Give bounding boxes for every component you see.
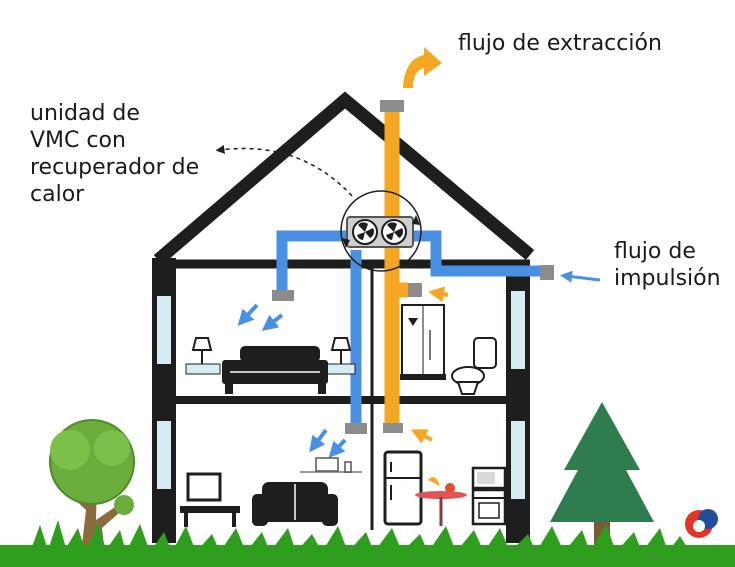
oven-icon	[471, 488, 507, 526]
grass	[0, 520, 735, 567]
bed-icon	[222, 346, 328, 394]
extract-arrow-kitchen	[410, 429, 433, 444]
label-extraction-flow: flujo de extracción	[458, 31, 662, 56]
window-right-upper	[509, 289, 527, 371]
window-right-lower	[509, 419, 527, 501]
fan-icon	[381, 219, 407, 245]
supply-duct	[276, 230, 545, 425]
supply-arrow-living-1	[309, 428, 328, 453]
fridge-icon	[383, 450, 423, 526]
sofa-icon	[252, 482, 338, 526]
extract-duct	[384, 112, 408, 425]
shower-icon	[400, 304, 446, 380]
window-left-lower	[155, 419, 173, 491]
label-line: flujo de	[614, 239, 696, 264]
logo-icon	[685, 509, 718, 538]
supply-inlet	[540, 265, 554, 280]
label-vmc-unit: unidad de VMC con recuperador de calor	[30, 100, 199, 208]
label-line: calor	[30, 182, 85, 207]
lamp-icon	[185, 337, 221, 375]
extract-roof-vent	[380, 100, 404, 112]
callout-arrow	[215, 144, 353, 197]
label-line: recuperador de	[30, 155, 200, 180]
window-left-upper	[155, 294, 173, 366]
label-line: impulsión	[614, 266, 721, 291]
microwave-icon	[471, 466, 507, 490]
extract-grille-bath	[408, 283, 422, 297]
label-line: unidad de	[30, 101, 140, 126]
supply-arrow-in	[560, 270, 601, 283]
laptop-icon	[300, 457, 362, 473]
vmc-unit	[340, 190, 422, 272]
fan-icon	[352, 219, 378, 245]
supply-grille-bedroom	[272, 290, 294, 301]
roof-outline	[153, 91, 535, 265]
table-icon	[415, 477, 467, 526]
tree-left	[49, 419, 135, 545]
label-supply-flow: flujo de impulsión	[614, 238, 721, 292]
tree-right	[550, 402, 654, 545]
extract-arrow-bath	[428, 286, 449, 303]
label-line: VMC con	[30, 128, 126, 153]
supply-arrow-bedroom-2	[261, 313, 284, 331]
supply-arrow-bedroom-1	[237, 303, 259, 326]
tv-icon	[180, 472, 240, 527]
extraction-arrow	[403, 47, 442, 88]
lamp-icon	[324, 337, 356, 375]
toilet-icon	[451, 337, 497, 395]
supply-grille-living	[345, 423, 367, 434]
extract-grille-kitchen	[383, 423, 403, 433]
supply-arrow-living-2	[328, 438, 347, 458]
